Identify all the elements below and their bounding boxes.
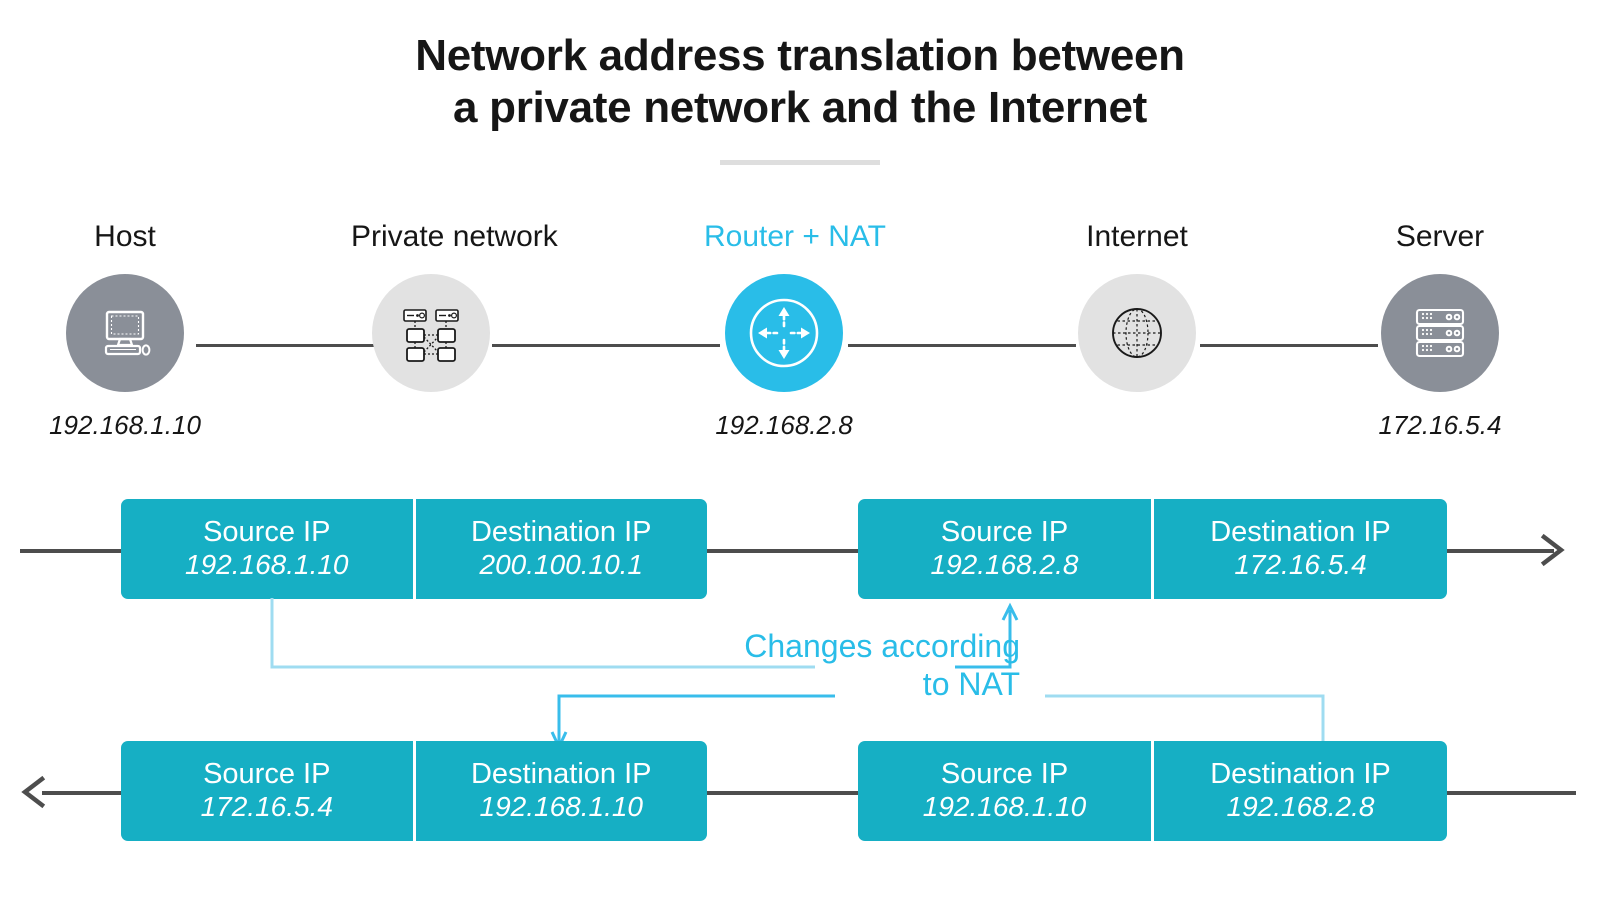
packet-field-source: Source IP 192.168.2.8 (858, 499, 1151, 599)
page-title: Network address translation between a pr… (0, 30, 1600, 134)
node-server-ip: 172.16.5.4 (1378, 410, 1502, 440)
packet-field-label: Source IP (940, 516, 1069, 549)
packet-field-value: 192.168.1.10 (479, 790, 644, 822)
nat-annotation-line-2: to NAT (922, 665, 1020, 702)
packet-field-source: Source IP 192.168.1.10 (858, 741, 1151, 841)
packet-field-value: 192.168.2.8 (1226, 790, 1375, 822)
node-private-network[interactable]: Private network (351, 220, 558, 410)
packet-field-destination: Destination IP 172.16.5.4 (1151, 499, 1447, 599)
node-private-network-label: Private network (351, 220, 558, 253)
node-router-nat-circle (725, 274, 843, 392)
packet-outbound-public[interactable]: Source IP 192.168.2.8 Destination IP 172… (858, 499, 1447, 599)
desktop-computer-icon (104, 310, 151, 356)
packet-field-value: 172.16.5.4 (1234, 548, 1367, 580)
node-server[interactable]: Server (1360, 222, 1520, 441)
packet-field-destination: Destination IP 192.168.1.10 (412, 741, 708, 841)
node-server-label: Server (1395, 220, 1485, 253)
nat-connector-source (270, 598, 1019, 669)
flow-line-top-right (1446, 549, 1554, 553)
title-line-1: Network address translation between (415, 31, 1185, 80)
router-arrows-icon (749, 298, 819, 368)
link-router-to-internet (848, 344, 1076, 347)
node-host-label: Host (94, 220, 156, 253)
network-topology-icon (403, 309, 459, 362)
flow-line-top-middle (706, 549, 858, 553)
packet-field-destination: Destination IP 200.100.10.1 (412, 499, 708, 599)
packet-field-label: Source IP (203, 516, 331, 549)
packet-field-source: Source IP 172.16.5.4 (121, 741, 413, 841)
node-router-nat[interactable]: Router + NAT 192.168.2.8 (704, 220, 887, 441)
packet-field-value: 200.100.10.1 (479, 548, 644, 580)
packet-field-source: Source IP 192.168.1.10 (121, 499, 413, 599)
packet-field-destination: Destination IP 192.168.2.8 (1151, 741, 1447, 841)
node-router-nat-ip: 192.168.2.8 (715, 410, 853, 440)
flow-arrow-right (1540, 533, 1565, 567)
packet-field-value: 192.168.1.10 (185, 548, 349, 580)
packet-field-label: Source IP (940, 758, 1069, 791)
packet-field-value: 192.168.1.10 (922, 790, 1087, 822)
flow-line-bottom-right (1446, 791, 1576, 795)
packet-field-label: Destination IP (1210, 758, 1391, 791)
flow-line-top-left (20, 549, 125, 553)
node-server-circle (1381, 274, 1499, 392)
node-host[interactable]: Host 192.168.1.10 (45, 222, 205, 441)
node-private-network-circle (372, 274, 490, 392)
nat-annotation-line-1: Changes according (744, 628, 1020, 664)
flow-line-bottom-middle (706, 791, 858, 795)
packet-field-label: Destination IP (470, 516, 652, 549)
node-internet-circle (1078, 274, 1196, 392)
node-internet[interactable]: Internet (1057, 222, 1217, 410)
packet-field-value: 172.16.5.4 (200, 790, 333, 822)
globe-icon (1112, 308, 1162, 358)
node-router-nat-label: Router + NAT (704, 220, 887, 253)
packet-field-label: Source IP (203, 758, 331, 791)
link-host-to-private (196, 344, 374, 347)
title-divider (720, 160, 880, 165)
link-private-to-router (492, 344, 720, 347)
link-internet-to-server (1200, 344, 1378, 347)
flow-line-bottom-left (42, 791, 125, 795)
nat-annotation: Changes according to NAT (560, 628, 1020, 704)
packet-inbound-private[interactable]: Source IP 172.16.5.4 Destination IP 192.… (121, 741, 707, 841)
flow-arrow-left (21, 775, 46, 809)
title-line-2: a private network and the Internet (453, 82, 1147, 132)
packet-field-label: Destination IP (470, 758, 652, 791)
packet-field-label: Destination IP (1210, 516, 1391, 549)
node-host-circle (66, 274, 184, 392)
packet-field-value: 192.168.2.8 (930, 548, 1079, 580)
node-internet-label: Internet (1086, 220, 1188, 253)
packet-inbound-public[interactable]: Source IP 192.168.1.10 Destination IP 19… (858, 741, 1447, 841)
server-rack-icon (1415, 308, 1465, 358)
node-host-ip: 192.168.1.10 (49, 410, 201, 440)
packet-outbound-private[interactable]: Source IP 192.168.1.10 Destination IP 20… (121, 499, 707, 599)
